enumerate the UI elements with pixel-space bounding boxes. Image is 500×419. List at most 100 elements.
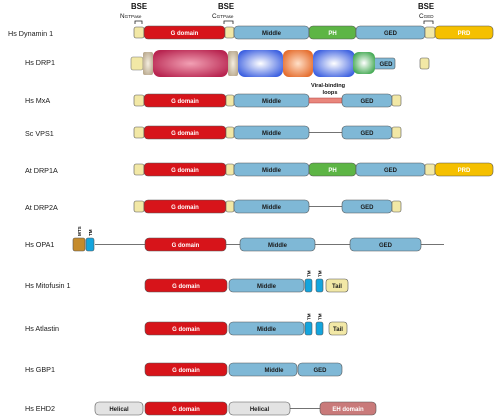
ged-domain-label: GED: [379, 243, 393, 249]
bse-n-title: BSE: [131, 2, 147, 11]
viral-binding-loop: [308, 97, 343, 104]
g-domain-label: G domain: [171, 131, 199, 137]
middle-domain: [239, 237, 316, 252]
row-hs-dynamin-1: Hs Dynamin 1 G domain Middle PH GED PRD: [8, 25, 494, 40]
bse-domain: [225, 200, 235, 213]
middle-domain-label: Middle: [262, 99, 282, 105]
g-domain-structure: [153, 50, 228, 77]
middle-domain-label: Middle: [257, 284, 277, 290]
ged-domain-label: GED: [360, 99, 374, 105]
mts-domain: [72, 237, 86, 252]
g-domain-label: G domain: [172, 407, 200, 413]
tm-label: TM: [307, 270, 312, 277]
bse-n-bracket: [134, 20, 143, 24]
tm-label: TM: [318, 270, 323, 277]
bse-domain: [424, 163, 436, 176]
bse-structure: [228, 51, 238, 76]
tail-domain-label: Tail: [332, 284, 342, 290]
prd-domain: [434, 162, 494, 177]
g-domain: [144, 321, 228, 336]
ged-domain-label: GED: [379, 62, 393, 68]
protein-name: At DRP2A: [25, 203, 58, 212]
row-hs-drp1: Hs DRP1 GED: [25, 50, 430, 77]
g-domain-label: G domain: [172, 243, 200, 249]
g-domain-label: G domain: [171, 31, 199, 37]
g-domain: [144, 401, 228, 416]
tm-label: TM: [318, 313, 323, 320]
bse-c-ged-main: C: [419, 13, 424, 20]
bse-domain: [419, 57, 430, 70]
g-domain: [144, 237, 227, 252]
helical-domain-label: Helical: [109, 407, 129, 413]
protein-name: Hs OPA1: [25, 240, 54, 249]
row-sc-vps1: Sc VPS1 G domain Middle GED: [25, 125, 402, 140]
bse-domain: [391, 200, 402, 213]
bse-domain: [391, 126, 402, 139]
prd-domain-label: PRD: [458, 168, 471, 174]
bse-c-gtpase-label: CGTPase: [212, 13, 234, 20]
tail-domain: [325, 278, 349, 293]
tm-domain: [304, 321, 313, 336]
helical-domain: [94, 401, 144, 416]
ged-domain-structure: [313, 50, 355, 77]
middle-domain: [228, 278, 305, 293]
middle-domain-structure: [238, 50, 283, 77]
g-domain-label: G domain: [171, 99, 199, 105]
tail-domain: [328, 321, 348, 336]
bse-structure-green: [353, 52, 375, 74]
bse-c-ged-sub: GED: [424, 14, 435, 19]
row-hs-gbp1: Hs GBP1 G domain Middle GED: [25, 362, 343, 377]
middle-domain-label: Middle: [268, 243, 288, 249]
bse-domain: [133, 200, 145, 213]
ph-domain-label: PH: [328, 31, 336, 37]
protein-name: At DRP1A: [25, 166, 58, 175]
middle-domain-label: Middle: [262, 31, 282, 37]
row-hs-atlastin: Hs Atlastin G domain Middle TM TM Tail: [25, 313, 348, 336]
variable-domain-structure: [283, 50, 313, 77]
helical-domain-label: Helical: [250, 407, 270, 413]
g-domain-label: G domain: [172, 327, 200, 333]
protein-name: Hs DRP1: [25, 58, 55, 67]
bse-c-ged-bracket: [423, 20, 434, 24]
ged-domain: [349, 237, 422, 252]
middle-domain-label: Middle: [262, 168, 282, 174]
bse-domain: [225, 126, 235, 139]
protein-name: Hs GBP1: [25, 365, 55, 374]
ged-domain: [297, 362, 343, 377]
g-domain-label: G domain: [171, 205, 199, 211]
tm-label: TM: [307, 313, 312, 320]
bse-domain: [225, 163, 235, 176]
viral-loops-label-line2: loops: [323, 90, 338, 96]
row-hs-opa1: Hs OPA1 MTS TM G domain Middle GED: [25, 226, 444, 252]
ged-domain-label: GED: [384, 168, 398, 174]
ph-domain-label: PH: [328, 168, 336, 174]
middle-domain-label: Middle: [262, 131, 282, 137]
middle-domain: [228, 362, 298, 377]
bse-domain: [130, 56, 144, 71]
bse-domain: [133, 94, 145, 107]
row-hs-mxa: Hs MxA Viral-binding loops G domain Midd…: [25, 83, 402, 108]
eh-domain: [319, 401, 377, 416]
bse-c-ged-label: CGED: [419, 13, 434, 20]
ged-domain-label: GED: [360, 131, 374, 137]
viral-loops-label-line1: Viral-binding: [311, 83, 346, 89]
g-domain: [144, 278, 228, 293]
middle-domain: [228, 321, 305, 336]
bse-n-main: N: [120, 13, 125, 20]
eh-domain-label: EH domain: [332, 407, 364, 413]
bse-annotations: BSE NGTPase BSE CGTPase BSE CGED: [120, 2, 434, 24]
bse-n-sub: GTPase: [125, 14, 142, 19]
protein-name: Hs EHD2: [25, 404, 55, 413]
bse-domain: [224, 26, 235, 39]
row-hs-ehd2: Hs EHD2 Helical G domain Helical EH doma…: [25, 401, 377, 416]
bse-c-gtpase-main: C: [212, 13, 217, 20]
bse-domain: [391, 94, 402, 107]
middle-domain-label: Middle: [265, 368, 285, 374]
ged-domain-label: GED: [384, 31, 398, 37]
tail-domain-label: Tail: [333, 327, 343, 333]
bse-c-gtpase-sub: GTPase: [217, 14, 234, 19]
prd-domain: [434, 25, 494, 40]
bse-c-gtpase-title: BSE: [218, 2, 234, 11]
bse-n-label: NGTPase: [120, 13, 142, 20]
